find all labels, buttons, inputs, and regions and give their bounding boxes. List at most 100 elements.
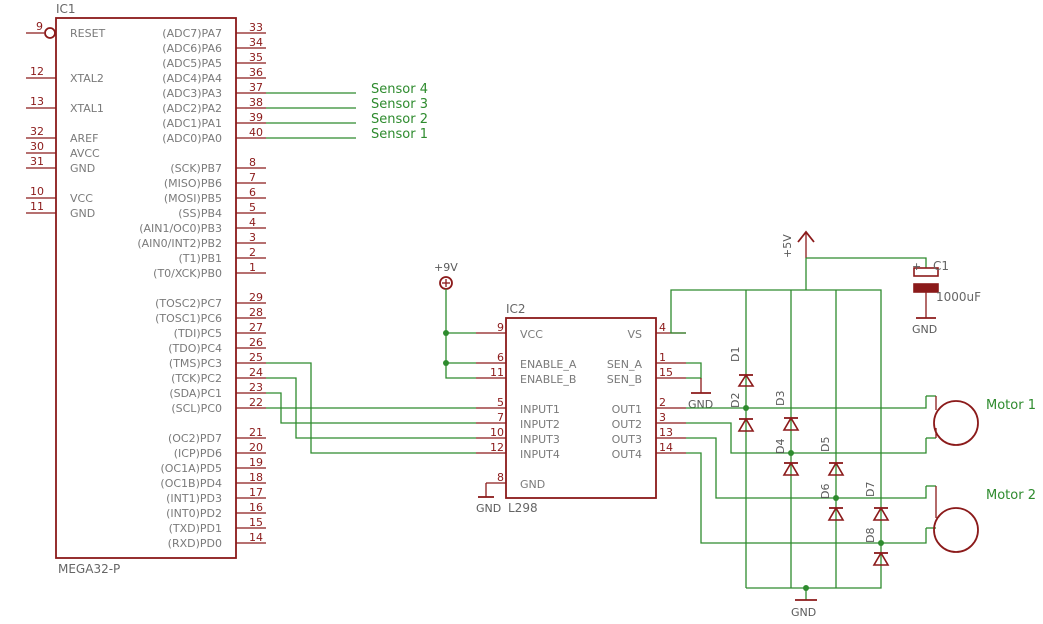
diode-d3: D3 (774, 391, 800, 431)
ic1-pin-name: AVCC (70, 147, 100, 160)
ic1-pin-num: 18 (249, 471, 263, 484)
ic2-pin-name: INPUT1 (520, 403, 560, 416)
ic1-pin-num: 2 (249, 246, 256, 259)
ic1-pin-name: VCC (70, 192, 93, 205)
ic1-pin-name: (RXD)PD0 (168, 537, 222, 550)
ic1-pin-num: 9 (36, 20, 43, 33)
ic1-pin-name: RESET (70, 27, 106, 40)
ic2-pin-name: INPUT2 (520, 418, 560, 431)
ic2-pin-name: ENABLE_A (520, 358, 577, 371)
ic1-pin-num: 3 (249, 231, 256, 244)
ic1-pin-name: GND (70, 207, 95, 220)
ic1-pin-name: (ADC6)PA6 (162, 42, 222, 55)
ic1-pin-num: 29 (249, 291, 263, 304)
ic2-pin-num: 7 (497, 411, 504, 424)
ic1-pin-num: 1 (249, 261, 256, 274)
diode-d1-label: D1 (729, 347, 742, 362)
cap-name: C1 (933, 259, 949, 273)
ic2-pin-name: ENABLE_B (520, 373, 576, 386)
sensor-2-label: Sensor 2 (371, 112, 428, 127)
diode-d7: D7 (864, 482, 890, 521)
ic1-pin-name: (MISO)PB6 (164, 177, 222, 190)
ic2-pin-num: 4 (659, 321, 666, 334)
ic1-pin-name: GND (70, 162, 95, 175)
ic1-pin-num: 35 (249, 51, 263, 64)
motor-1: Motor 1 (933, 396, 1036, 446)
ic1-pin-name: (SCL)PC0 (171, 402, 222, 415)
ic2-name: IC2 (506, 302, 526, 316)
ic1-pin-num: 4 (249, 216, 256, 229)
ic2-pin-num: 12 (490, 441, 504, 454)
ic1-pin-name: XTAL2 (70, 72, 104, 85)
ic2-pin-num: 15 (659, 366, 673, 379)
ic1-pin-name: (ADC2)PA2 (162, 102, 222, 115)
diode-d2: D2 (729, 393, 755, 432)
ic1-pin-name: (ADC5)PA5 (162, 57, 222, 70)
diode-d8-label: D8 (864, 528, 877, 543)
ic1-pin-name: (OC1A)PD5 (160, 462, 222, 475)
output-wires (686, 395, 936, 546)
ic2-pin-name: OUT1 (612, 403, 642, 416)
ic2-pin-name: OUT3 (612, 433, 642, 446)
ic1-pin-num: 13 (30, 95, 44, 108)
ic1-pin-name: (ICP)PD6 (174, 447, 222, 460)
ic1-pin-name: (AIN0/INT2)PB2 (137, 237, 222, 250)
diode-d2-label: D2 (729, 393, 742, 408)
reset-inversion-bubble (44, 27, 56, 39)
sensor-nets: Sensor 4 Sensor 3 Sensor 2 Sensor 1 (266, 82, 428, 142)
ic1-pin-name: (ADC3)PA3 (162, 87, 222, 100)
ic1-pin-num: 27 (249, 321, 263, 334)
diode-d4: D4 (774, 439, 800, 476)
ic2-pin-num: 6 (497, 351, 504, 364)
motor-1-symbol (933, 400, 979, 446)
ic1-pin-num: 23 (249, 381, 263, 394)
ic1-pin-num: 11 (30, 200, 44, 213)
ic1-pin-name: (OC1B)PD4 (160, 477, 222, 490)
ic1-pin-num: 34 (249, 36, 263, 49)
sensor-4-label: Sensor 4 (371, 82, 428, 97)
ic1-pin-name: (T1)PB1 (179, 252, 222, 265)
ic1-pin-num: 22 (249, 396, 263, 409)
ic2-pin-name: OUT2 (612, 418, 642, 431)
ic1-pin-num: 14 (249, 531, 263, 544)
ic1-pin-name: (SCK)PB7 (170, 162, 222, 175)
sense-gnd: GND (686, 362, 713, 411)
ic1-pin-num: 15 (249, 516, 263, 529)
ic1-body (55, 17, 237, 559)
ic2-pin-name: GND (520, 478, 545, 491)
ic2-pin-name: INPUT3 (520, 433, 560, 446)
bottom-gnd: GND (791, 599, 817, 619)
ic1-pin-num: 10 (30, 185, 44, 198)
ic2-pin-num: 3 (659, 411, 666, 424)
ic1-pin-name: (AIN1/OC0)PB3 (139, 222, 222, 235)
ic1-pin-name: (TXD)PD1 (169, 522, 222, 535)
ic1-pin-num: 5 (249, 201, 256, 214)
ic1-pin-name: (SS)PB4 (178, 207, 222, 220)
ic1-pin-num: 16 (249, 501, 263, 514)
ic2: IC2 L298 9 6 11 5 7 10 12 8 VCC E (476, 302, 686, 515)
ic1-pin-num: 25 (249, 351, 263, 364)
ic1-pin-num: 21 (249, 426, 263, 439)
ic1-pin-name: (TDI)PC5 (174, 327, 222, 340)
motor-2-label: Motor 2 (986, 488, 1036, 503)
ic1-pin-num: 28 (249, 306, 263, 319)
ic2-pin-num: 10 (490, 426, 504, 439)
control-wires (266, 362, 476, 454)
ic1-pin-num: 38 (249, 96, 263, 109)
motor-2-symbol (933, 507, 979, 553)
ic1-pin-num: 32 (30, 125, 44, 138)
ic1-pin-num: 40 (249, 126, 263, 139)
capacitor-c1: + C1 1000uF GND (912, 259, 981, 336)
ic1-pin-name: (ADC1)PA1 (162, 117, 222, 130)
ic1-pin-name: (TOSC1)PC6 (155, 312, 222, 325)
ic1-pin-name: (INT0)PD2 (166, 507, 222, 520)
ic2-pin-num: 14 (659, 441, 673, 454)
supply-5v: +5V (670, 230, 927, 600)
ic1-pin-num: 37 (249, 81, 263, 94)
diode-d6-label: D6 (819, 484, 832, 499)
ic1-pin-name: (MOSI)PB5 (164, 192, 222, 205)
ic1-pin-num: 36 (249, 66, 263, 79)
ic1-pin-num: 26 (249, 336, 263, 349)
cap-plus: + (912, 260, 921, 273)
supply-9v-label: +9V (434, 261, 458, 274)
